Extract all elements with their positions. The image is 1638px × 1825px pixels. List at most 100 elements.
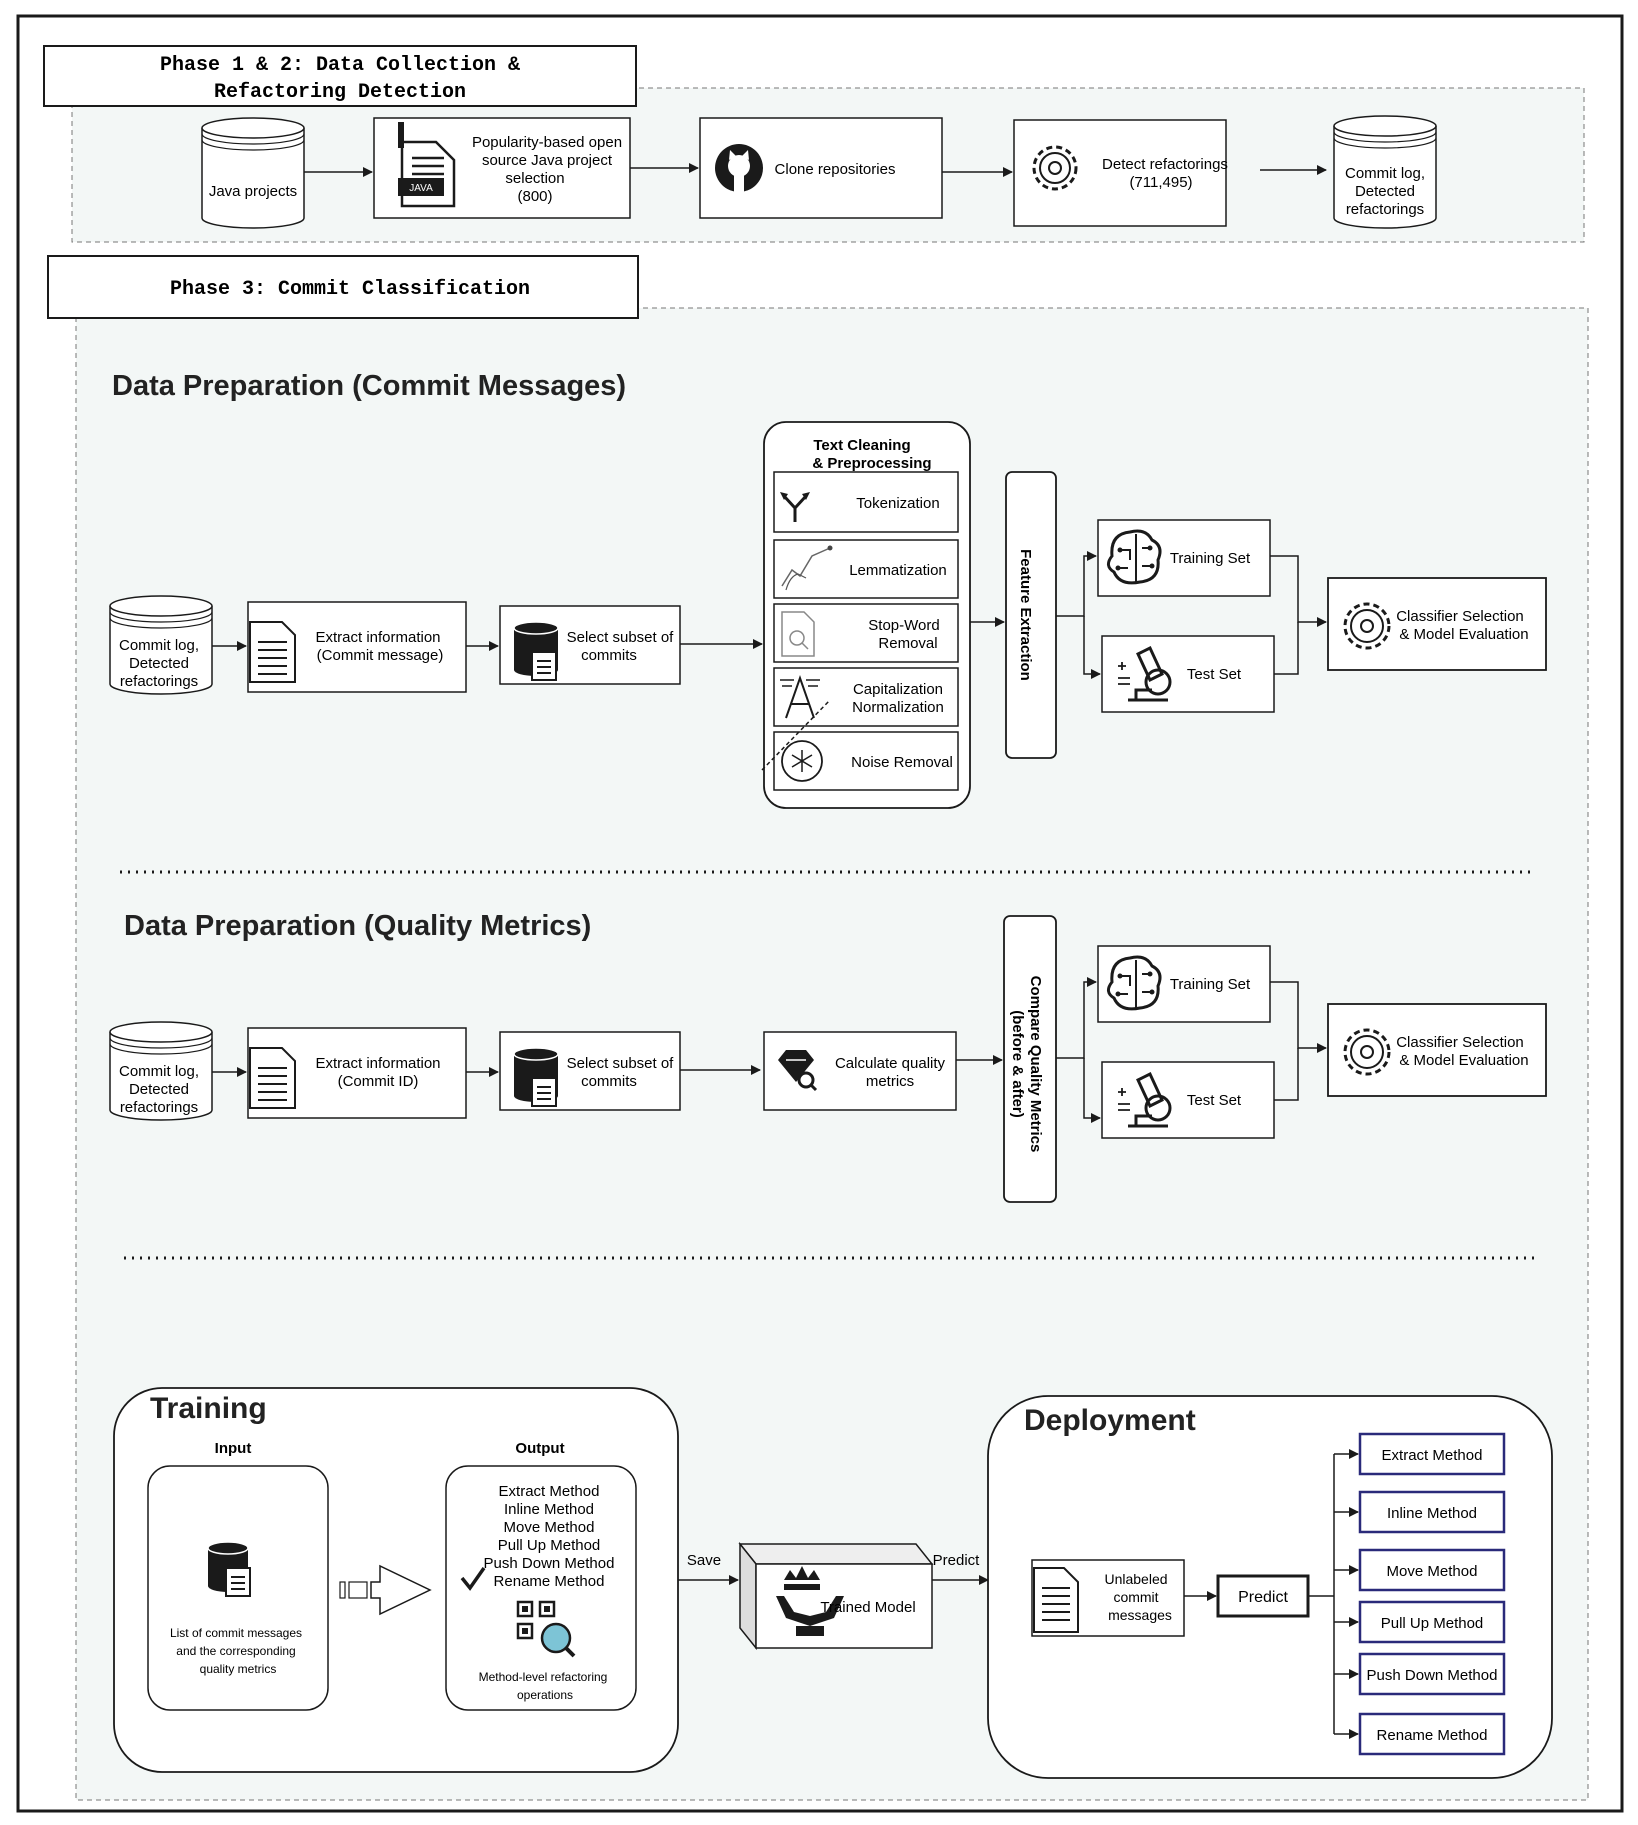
select-line1: Select subset of [567,1055,675,1072]
calc-line2: metrics [866,1073,914,1090]
training-title: Training [150,1392,267,1425]
extract-line2: (Commit ID) [338,1073,419,1090]
cleaning-title-line1: Text Cleaning [813,437,910,454]
document-icon [1033,1567,1079,1633]
commit-log-line2: Detected [1355,183,1415,200]
arrow [1056,551,1097,617]
brain-circuit-icon [1107,529,1162,585]
test-set-label: Test Set [1187,666,1242,683]
training-set-label: Training Set [1170,550,1251,567]
save-label: Save [687,1552,721,1569]
database-document-icon [513,621,559,681]
result-box [1358,1712,1506,1756]
source-line1: Commit log, [119,1063,199,1080]
predict-label: Predict [1238,1589,1288,1606]
output-item: Move Method [504,1519,595,1536]
gear-icon [1032,145,1078,191]
gear-icon [1343,602,1391,650]
feature-extraction-box [1005,471,1057,759]
asterisk-circle-icon [761,699,831,782]
classifier-box [1327,577,1547,671]
unlabeled-line3: messages [1108,1607,1172,1623]
database-document-icon [513,1047,559,1107]
arrow [1083,1058,1101,1123]
input-desc-line2: and the corresponding [176,1644,295,1658]
checkmark-icon [460,1566,486,1591]
output-item: Push Down Method [484,1555,615,1572]
output-desc-line1: Method-level refactoring [479,1670,608,1684]
outer-frame [16,14,1624,1813]
document-icon [249,621,296,683]
noise-label: Noise Removal [851,754,953,771]
source-line3: refactorings [120,1099,198,1116]
commit-log-line3: refactorings [1346,201,1424,218]
arrow [1270,555,1327,627]
output-item: Inline Method [504,1501,594,1518]
output-desc-line2: operations [517,1688,573,1702]
calc-metrics-box [763,1031,957,1111]
commit-log-database [1333,115,1437,229]
tokenization-step [773,471,959,533]
compare-line1: Compare Quality Metrics [1027,976,1044,1153]
classifier-box [1327,1003,1547,1097]
source-line2: Detected [129,655,189,672]
arrow [1274,622,1299,675]
compare-metrics-box [1003,915,1057,1203]
block-arrow [339,1564,432,1616]
training-set-label: Training Set [1170,976,1251,993]
extract-line1: Extract information [315,1055,440,1072]
result-label: Pull Up Method [1381,1615,1484,1632]
feature-extraction-label: Feature Extraction [1017,549,1034,681]
file-search-icon [781,611,815,657]
select-line2: commits [581,1073,637,1090]
java-projects-database [201,117,305,229]
stopword-line1: Stop-Word [868,617,939,634]
extract-line2: (Commit message) [317,647,444,664]
tokenization-label: Tokenization [856,495,939,512]
classifier-line1: Classifier Selection [1396,608,1524,625]
result-box [1358,1548,1506,1592]
predict-edge-label: Predict [933,1552,981,1569]
result-label: Rename Method [1377,1727,1488,1744]
classifier-line2: & Model Evaluation [1399,1052,1528,1069]
document-icon [249,1047,296,1109]
output-label: Output [515,1440,564,1457]
extract-line1: Extract information [315,629,440,646]
trained-model-label: Trained Model [820,1599,915,1616]
result-box [1358,1490,1506,1534]
selection-line3: selection [505,170,564,187]
split-arrows-icon [780,492,810,522]
select-line2: commits [581,647,637,664]
gear-icon [1343,1028,1391,1076]
phase12-title-line2: Refactoring Detection [214,81,466,104]
qr-search-icon [516,1600,576,1658]
calc-line1: Calculate quality [835,1055,946,1072]
hand-chart-icon [781,545,833,591]
source-line2: Detected [129,1081,189,1098]
crown-hands-icon [776,1566,844,1636]
unlabeled-line1: Unlabeled [1104,1571,1167,1587]
source-database [109,1021,213,1121]
prep-messages-heading: Data Preparation (Commit Messages) [112,370,626,402]
select-line1: Select subset of [567,629,675,646]
selection-line1: Popularity-based open [472,134,622,151]
diamond-search-icon [778,1050,818,1092]
capitalization-line2: Normalization [852,699,944,716]
phase3-title-box [47,255,639,319]
source-line1: Commit log, [119,637,199,654]
lemmatization-label: Lemmatization [849,562,947,579]
output-item: Extract Method [499,1483,600,1500]
detect-box [1013,119,1227,227]
arrow [1083,616,1101,679]
java-file-icon: JAVA [398,122,456,208]
clone-label: Clone repositories [775,161,896,178]
detect-line1: Detect refactorings [1102,156,1228,173]
test-set-label: Test Set [1187,1092,1242,1109]
result-label: Inline Method [1387,1505,1477,1522]
result-box [1358,1432,1506,1476]
cleaning-title-line2: & Preprocessing [812,455,931,472]
commit-log-line1: Commit log, [1345,165,1425,182]
output-box [445,1465,637,1711]
arrow [1274,1048,1299,1101]
